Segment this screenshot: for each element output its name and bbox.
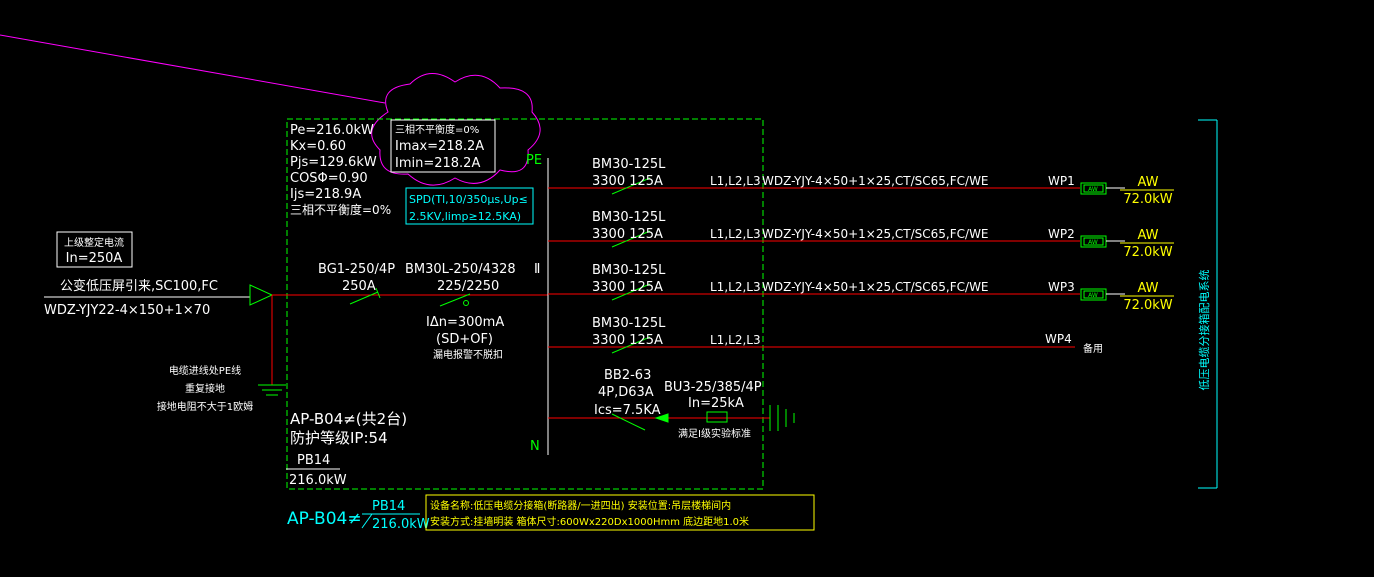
panel-boundary — [286, 118, 764, 490]
bu3-in: In=25kA — [688, 396, 744, 411]
spd-note-box — [405, 187, 534, 225]
branch-1-circuit: WP1 — [1048, 174, 1075, 188]
leak-line3: 漏电报警不脱扣 — [433, 348, 503, 361]
branch-2-dest: AW — [1137, 228, 1158, 243]
branch-1-breaker: BM30-125L — [592, 157, 666, 172]
branch-4-switch — [611, 336, 651, 354]
grounding-note-3: 接地电阻不大于1欧姆 — [157, 400, 253, 413]
upstream-source: 公变低压屏引来,SC100,FC — [60, 278, 218, 294]
spd-note-line1: SPD(Tl,10/350μs,Up≤ — [409, 193, 528, 206]
grounding-note-2: 重复接地 — [185, 382, 225, 395]
branch-2-power: 72.0kW — [1123, 245, 1172, 260]
branch-2-circuit: WP2 — [1048, 227, 1075, 241]
leak-line2: (SD+OF) — [436, 332, 493, 347]
upstream-cable: WDZ-YJY22-4×150+1×70 — [44, 303, 210, 318]
upstream-box — [56, 231, 133, 268]
branch-1-box-label: AW — [1088, 186, 1098, 193]
leak-line1: IΔn=300mA — [426, 315, 504, 330]
branch-2-breaker: BM30-125L — [592, 210, 666, 225]
upstream-value: In=250A — [66, 251, 123, 266]
bu3-model: BU3-25/385/4P — [664, 380, 762, 395]
bm30l-model: BM30L-250/4328 — [405, 262, 516, 277]
branch-4-phases: L1,L2,L3 — [710, 333, 761, 347]
branch-1-box-inner — [1083, 184, 1104, 193]
surge-arrow-icon — [654, 413, 669, 423]
bg1-rating: 250A — [342, 279, 376, 294]
branch-4-circuit: WP4 — [1045, 332, 1072, 346]
cloud-note-line1: 三相不平衡度=0% — [395, 123, 479, 136]
branch-3-box-inner — [1083, 290, 1104, 299]
branch-1-dest: AW — [1137, 175, 1158, 190]
branch-1-phases: L1,L2,L3 — [710, 174, 761, 188]
branch-3-cable: WDZ-YJY-4×50+1×25,CT/SC65,FC/WE — [762, 280, 989, 294]
branch-3-switch — [611, 283, 651, 301]
cloud-note-line2: Imax=218.2A — [395, 139, 484, 154]
bb2-ics: Ics=7.5KA — [594, 403, 661, 418]
branch-3-breaker: BM30-125L — [592, 263, 666, 278]
branch-2-box-label: AW — [1088, 239, 1098, 246]
param-cos: COSΦ=0.90 — [290, 171, 368, 186]
footer-info-box — [425, 494, 815, 531]
bm30l-switch-blade — [439, 293, 471, 307]
bm30l-roman: Ⅱ — [534, 262, 540, 277]
incoming-arrow-icon — [249, 284, 274, 306]
panel-name: AP-B04≠(共2台) — [290, 410, 407, 428]
branch-3-circuit: WP3 — [1048, 280, 1075, 294]
branch-2-box-inner — [1083, 237, 1104, 246]
param-kx: Kx=0.60 — [290, 139, 346, 154]
bg1-switch-tick — [375, 287, 381, 299]
panel-kw: 216.0kW — [289, 473, 347, 488]
branch-4-rating: 3300 125A — [592, 333, 663, 348]
branch-3-box-label: AW — [1088, 292, 1098, 299]
cloud-note-line3: Imin=218.2A — [395, 156, 480, 171]
spd-note-line2: 2.5KV,limp≥12.5KA) — [409, 210, 521, 223]
param-pe: Pe=216.0kW — [290, 123, 374, 138]
surge-switch — [611, 413, 646, 431]
branch-4-spare: 备用 — [1083, 342, 1103, 355]
bb2-spec: 4P,D63A — [598, 385, 654, 400]
footer-kw: 216.0kW — [372, 517, 430, 532]
bm30l-contact-icon — [463, 300, 469, 306]
branch-1-cable: WDZ-YJY-4×50+1×25,CT/SC65,FC/WE — [762, 174, 989, 188]
branch-3-phases: L1,L2,L3 — [710, 280, 761, 294]
branch-4-breaker: BM30-125L — [592, 316, 666, 331]
panel-pb: PB14 — [297, 453, 330, 468]
branch-3-power: 72.0kW — [1123, 298, 1172, 313]
bus-label-n: N — [530, 439, 540, 454]
footer-pb: PB14 — [372, 499, 405, 514]
cloud-note-box — [390, 119, 496, 173]
leader-line — [0, 34, 386, 104]
branch-2-rating: 3300 125A — [592, 227, 663, 242]
bg1-switch-blade — [349, 291, 379, 305]
bm30l-rating: 225/2250 — [437, 279, 499, 294]
bg1-model: BG1-250/4P — [318, 262, 395, 277]
grounding-note-1: 电缆进线处PE线 — [169, 364, 241, 377]
branch-3-dest: AW — [1137, 281, 1158, 296]
footer-info-line2: 安装方式:挂墙明装 箱体尺寸:600Wx220Dx1000Hmm 底边距地1.0… — [430, 515, 749, 528]
revision-cloud — [371, 73, 541, 186]
surge-note: 满足Ⅰ级实验标准 — [678, 427, 751, 440]
branch-2-switch — [611, 230, 651, 248]
spd-element — [706, 411, 728, 423]
branch-3-rating: 3300 125A — [592, 280, 663, 295]
param-pjs: Pjs=129.6kW — [290, 155, 377, 170]
param-ijs: Ijs=218.9A — [290, 187, 361, 202]
bus-label-pe: PE — [526, 153, 542, 168]
footer-name: AP-B04≠ — [287, 509, 362, 529]
footer-slash — [361, 513, 373, 529]
system-title: 低压电缆分接箱配电系统 — [1197, 270, 1211, 391]
branch-1-power: 72.0kW — [1123, 192, 1172, 207]
upstream-label: 上级整定电流 — [64, 236, 124, 249]
panel-ip: 防护等级IP:54 — [290, 429, 388, 447]
branch-2-cable: WDZ-YJY-4×50+1×25,CT/SC65,FC/WE — [762, 227, 989, 241]
branch-2-phases: L1,L2,L3 — [710, 227, 761, 241]
footer-info-line1: 设备名称:低压电缆分接箱(断路器/一进四出) 安装位置:吊层楼梯间内 — [430, 499, 731, 512]
branch-1-switch — [611, 177, 651, 195]
branch-1-rating: 3300 125A — [592, 174, 663, 189]
param-unbalance: 三相不平衡度=0% — [290, 202, 391, 217]
bb2-model: BB2-63 — [604, 368, 651, 383]
